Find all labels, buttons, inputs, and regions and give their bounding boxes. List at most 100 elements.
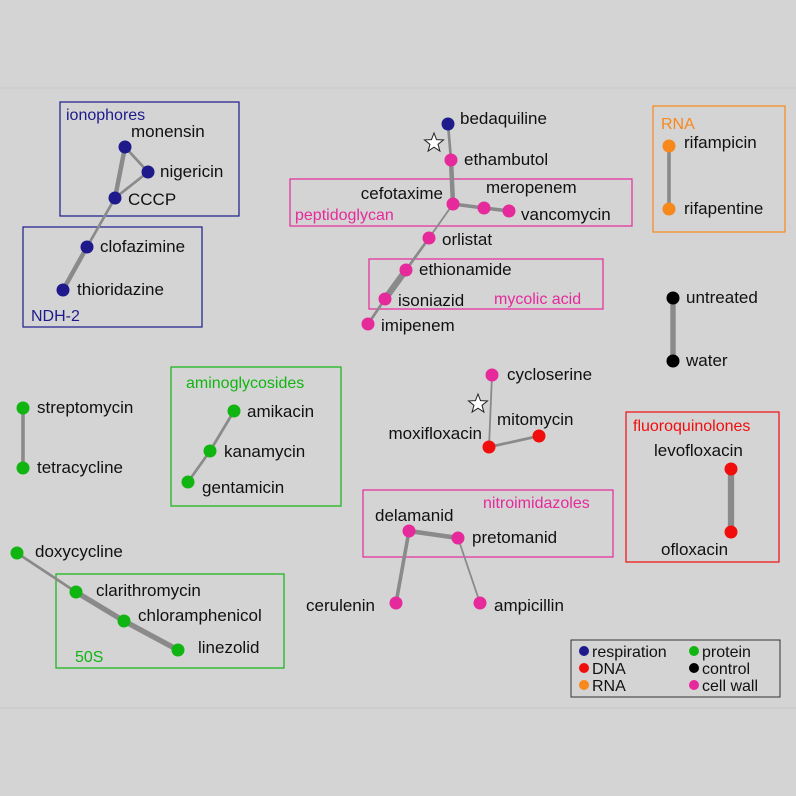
s50-box [55, 573, 285, 669]
node-orlistat [422, 231, 436, 245]
node-monensin [118, 140, 132, 154]
node-ethambutol [444, 153, 458, 167]
node-imipenem [361, 317, 375, 331]
edge-doxycycline-clarithromycin [15, 551, 78, 594]
label-tetracycline: tetracycline [37, 458, 123, 477]
nodes [10, 117, 738, 657]
label-isoniazid: isoniazid [398, 291, 464, 310]
ndh2-group-label: NDH-2 [31, 308, 80, 325]
node-ofloxacin [724, 525, 738, 539]
edge-pretomanid-ampicillin [457, 537, 481, 604]
label-cccp: CCCP [128, 190, 176, 209]
legend-respiration-dot [579, 646, 589, 656]
label-pretomanid: pretomanid [472, 528, 557, 547]
node-meropenem [477, 201, 491, 215]
aminoglycosides-box [170, 366, 342, 507]
ionophores-box [59, 101, 240, 217]
label-ampicillin: ampicillin [494, 596, 564, 615]
legend-protein-label: protein [702, 644, 751, 661]
label-moxifloxacin: moxifloxacin [388, 424, 482, 443]
node-gentamicin [181, 475, 195, 489]
node-tetracycline [16, 461, 30, 475]
node-kanamycin [203, 444, 217, 458]
edge-nigericin-cccp [113, 170, 150, 200]
edge-amikacin-kanamycin [208, 409, 236, 453]
node-nigericin [141, 165, 155, 179]
node-cerulenin [389, 596, 403, 610]
node-cefotaxime [446, 197, 460, 211]
star-ethambutol [423, 131, 445, 153]
label-delamanid: delamanid [375, 506, 453, 525]
nitroimidazoles-group-label: nitroimidazoles [483, 495, 590, 512]
stars [423, 131, 489, 414]
node-chloramphenicol [117, 614, 131, 628]
star-moxifloxacin [467, 392, 489, 414]
legend-box [570, 639, 781, 698]
node-linezolid [171, 643, 185, 657]
label-monensin: monensin [131, 122, 205, 141]
node-untreated [666, 291, 680, 305]
edge-cycloserine-moxifloxacin [488, 374, 493, 448]
edge-orlistat-ethionamide [404, 236, 431, 272]
label-clofazimine: clofazimine [100, 237, 185, 256]
node-clarithromycin [69, 585, 83, 599]
label-meropenem: meropenem [486, 178, 577, 197]
node-delamanid [402, 524, 416, 538]
node-bedaquiline [441, 117, 455, 131]
node-isoniazid [378, 292, 392, 306]
legend: respiration protein DNA control RNA cell… [570, 639, 781, 698]
label-nigericin: nigericin [160, 162, 223, 181]
node-ampicillin [473, 596, 487, 610]
label-levofloxacin: levofloxacin [654, 441, 743, 460]
legend-control-dot [689, 663, 699, 673]
node-rifapentine [662, 202, 676, 216]
rna-group-label: RNA [661, 116, 695, 133]
node-cccp [108, 191, 122, 205]
legend-control-label: control [702, 661, 750, 678]
label-bedaquiline: bedaquiline [460, 109, 547, 128]
label-kanamycin: kanamycin [224, 442, 305, 461]
label-gentamicin: gentamicin [202, 478, 284, 497]
label-water: water [685, 351, 728, 370]
node-pretomanid [451, 531, 465, 545]
label-amikacin: amikacin [247, 402, 314, 421]
group-boxes: ionophores NDH-2 peptidoglycan mycolic a… [22, 101, 786, 669]
label-rifapentine: rifapentine [684, 199, 763, 218]
label-cefotaxime: cefotaxime [361, 184, 443, 203]
node-vancomycin [502, 204, 516, 218]
edge-monensin-cccp [112, 144, 128, 201]
node-mitomycin [532, 429, 546, 443]
s50-group-label: 50S [75, 649, 103, 666]
label-linezolid: linezolid [198, 638, 259, 657]
node-cycloserine [485, 368, 499, 382]
legend-dna-dot [579, 663, 589, 673]
mycolic-acid-box [368, 258, 604, 310]
label-ofloxacin: ofloxacin [661, 540, 728, 559]
label-mitomycin: mitomycin [497, 410, 574, 429]
legend-protein-dot [689, 646, 699, 656]
node-water [666, 354, 680, 368]
node-thioridazine [56, 283, 70, 297]
nitroimidazoles-box [362, 489, 614, 558]
edge-clarithromycin-chloramphenicol [73, 589, 127, 624]
mycolic-acid-group-label: mycolic acid [494, 291, 581, 308]
node-rifampicin [662, 139, 676, 153]
fluoroquinolones-box [625, 411, 780, 563]
rna-box [652, 105, 786, 233]
legend-cell-wall-label: cell wall [702, 678, 758, 695]
label-vancomycin: vancomycin [521, 205, 611, 224]
legend-dna-label: DNA [592, 661, 626, 678]
label-ethambutol: ethambutol [464, 150, 548, 169]
legend-cell-wall-dot [689, 680, 699, 690]
node-levofloxacin [724, 462, 738, 476]
edge-clofazimine-thioridazine [60, 244, 90, 293]
label-streptomycin: streptomycin [37, 398, 133, 417]
legend-rna-label: RNA [592, 678, 626, 695]
label-doxycycline: doxycycline [35, 542, 123, 561]
label-clarithromycin: clarithromycin [96, 581, 201, 600]
label-thioridazine: thioridazine [77, 280, 164, 299]
label-rifampicin: rifampicin [684, 133, 757, 152]
label-chloramphenicol: chloramphenicol [138, 606, 262, 625]
